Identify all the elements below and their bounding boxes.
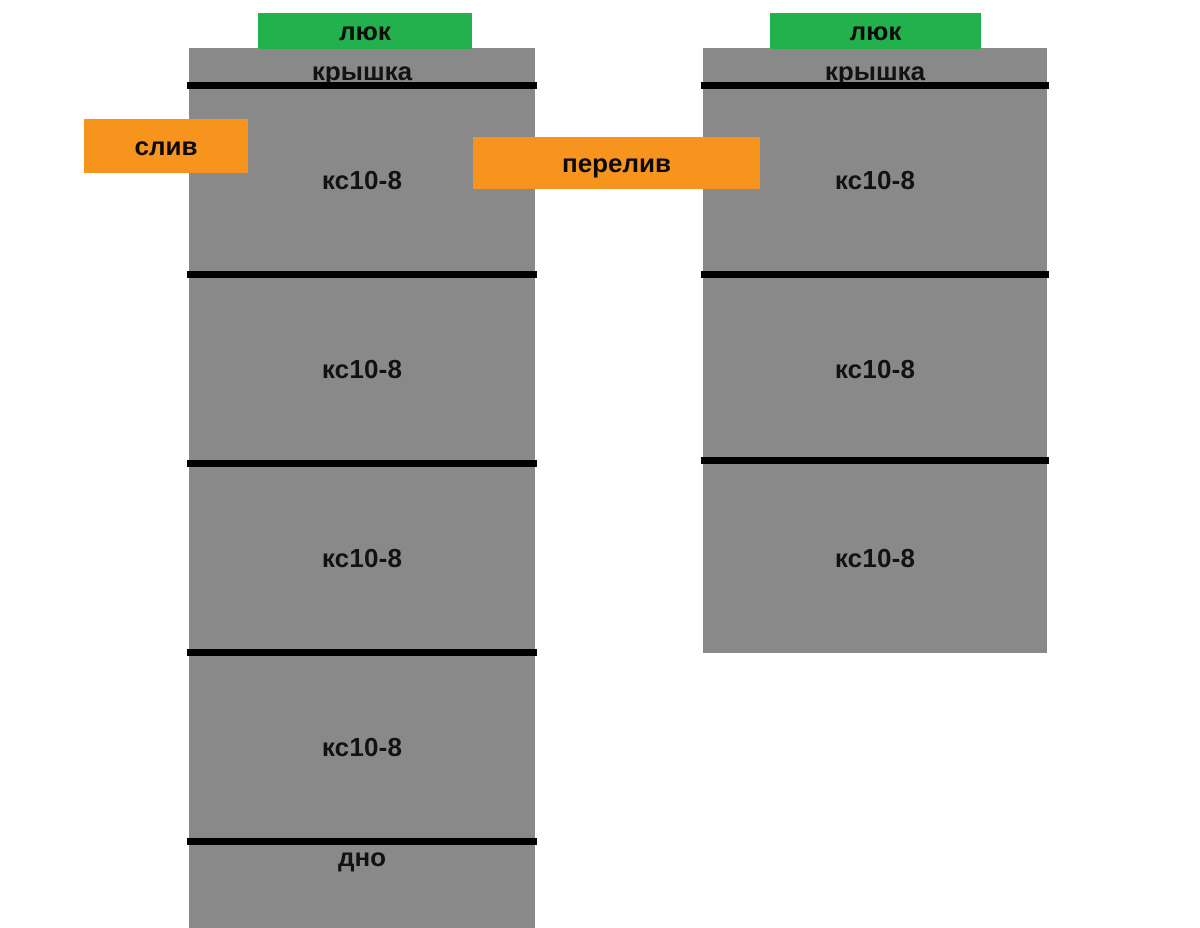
left-well-ring-2: кс10-8 <box>189 274 535 463</box>
left-well-joint-2 <box>187 271 537 278</box>
right-well-hatch-label: люк <box>849 16 902 46</box>
left-well-hatch-label: люк <box>339 16 391 46</box>
right-well-body: крышка кс10-8 кс10-8 кс10-8 <box>703 48 1047 653</box>
left-well-ring-1-label: кс10-8 <box>321 164 403 195</box>
left-well-joint-bottom <box>187 838 537 845</box>
right-well-ring-3-label: кс10-8 <box>834 542 916 573</box>
right-well-ring-1: кс10-8 <box>703 85 1047 274</box>
right-well-joint-2 <box>701 271 1049 278</box>
right-well-cover-label: крышка <box>824 56 926 86</box>
septic-tank-diagram: крышка кс10-8 кс10-8 кс10-8 кс10-8 дно к… <box>84 13 1049 928</box>
left-well-bottom-label: дно <box>337 842 387 872</box>
left-well-ring-4-label: кс10-8 <box>321 731 403 762</box>
left-well-ring-2-label: кс10-8 <box>321 353 403 384</box>
drain-pipe-label: слив <box>134 131 198 161</box>
right-well-hatch: люк <box>770 13 981 49</box>
right-well-ring-3: кс10-8 <box>703 463 1047 652</box>
left-well-ring-3: кс10-8 <box>189 463 535 652</box>
left-well-hatch: люк <box>258 13 472 49</box>
left-well-ring-4: кс10-8 <box>189 652 535 841</box>
right-well-joint-3 <box>701 457 1049 464</box>
left-well-body: крышка кс10-8 кс10-8 кс10-8 кс10-8 дно <box>189 48 535 928</box>
left-well-joint-3 <box>187 460 537 467</box>
left-well-ring-1: кс10-8 <box>189 85 535 274</box>
right-well-ring-1-label: кс10-8 <box>834 164 916 195</box>
overflow-pipe-label: перелив <box>562 148 671 178</box>
left-well-joint-1 <box>187 82 537 89</box>
right-well-joint-1 <box>701 82 1049 89</box>
right-well-ring-2: кс10-8 <box>703 274 1047 463</box>
right-well-ring-2-label: кс10-8 <box>834 353 916 384</box>
overflow-pipe: перелив <box>473 137 760 189</box>
drain-pipe: слив <box>84 119 248 173</box>
left-well-cover-label: крышка <box>311 56 413 86</box>
left-well-joint-4 <box>187 649 537 656</box>
left-well-ring-3-label: кс10-8 <box>321 542 403 573</box>
